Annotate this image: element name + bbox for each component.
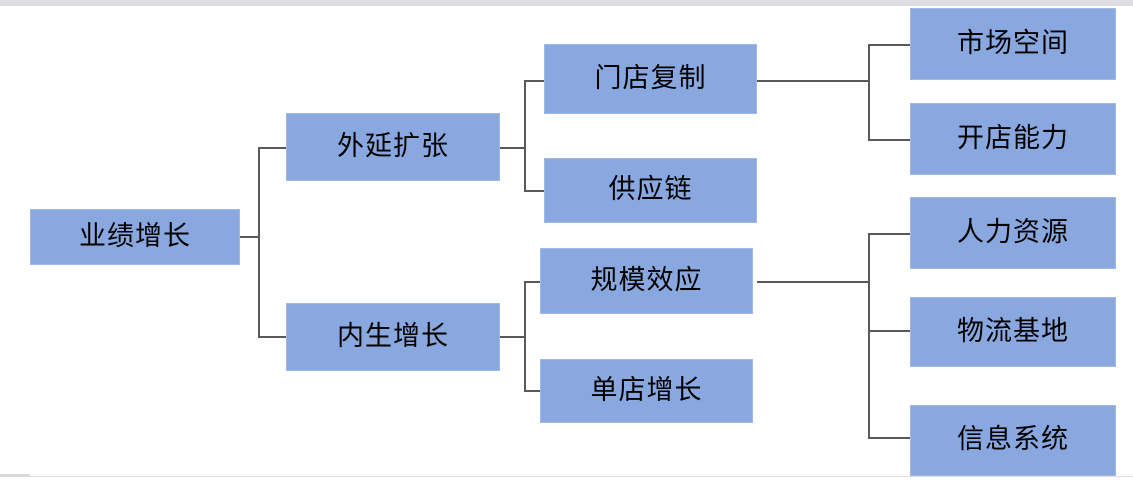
connector-root-trunk: [258, 147, 260, 337]
connector-l2a-trunk: [524, 80, 526, 192]
node-supply-chain[interactable]: 供应链: [544, 158, 757, 223]
connector-root-stub: [240, 236, 260, 238]
connector-root-to-l2b: [258, 336, 286, 338]
connector-l2b-trunk: [524, 281, 526, 391]
node-endogenous-growth-label: 内生增长: [337, 320, 449, 351]
node-store-replication-label: 门店复制: [594, 62, 707, 93]
connector-l2b-to-l3d: [524, 390, 544, 392]
connector-l3c-stub: [757, 281, 870, 283]
node-human-resources-label: 人力资源: [957, 216, 1069, 247]
connector-l2b-to-l3c: [524, 281, 544, 283]
connector-l3c-to-l4e: [868, 437, 910, 439]
slide-bottom-stub: [0, 474, 30, 477]
node-information-system-label: 信息系统: [957, 424, 1069, 454]
connector-l3a-trunk: [868, 44, 870, 140]
node-store-replication[interactable]: 门店复制: [544, 44, 757, 114]
node-information-system[interactable]: 信息系统: [910, 405, 1116, 476]
node-single-store-growth[interactable]: 单店增长: [540, 359, 753, 423]
node-market-space-label: 市场空间: [957, 27, 1069, 58]
node-single-store-growth-label: 单店增长: [590, 374, 703, 405]
node-human-resources[interactable]: 人力资源: [910, 197, 1116, 269]
node-external-expansion[interactable]: 外延扩张: [286, 113, 500, 181]
connector-l2b-stub: [500, 336, 526, 338]
connector-root-to-l2a: [258, 147, 286, 149]
node-store-opening-capability-label: 开店能力: [957, 122, 1069, 153]
node-root[interactable]: 业绩增长: [30, 209, 240, 265]
connector-l3c-to-l4c: [868, 233, 910, 235]
node-root-label: 业绩增长: [79, 220, 191, 251]
node-external-expansion-label: 外延扩张: [337, 130, 449, 161]
connector-l2a-stub: [500, 147, 526, 149]
connector-l3a-stub: [757, 80, 870, 82]
connector-l3c-trunk: [868, 233, 870, 438]
node-logistics-base[interactable]: 物流基地: [910, 297, 1116, 367]
node-market-space[interactable]: 市场空间: [910, 8, 1116, 80]
slide-bottom-border: [0, 476, 1133, 477]
connector-l3c-to-l4d: [868, 330, 910, 332]
node-endogenous-growth[interactable]: 内生增长: [286, 303, 500, 371]
node-logistics-base-label: 物流基地: [957, 315, 1069, 346]
connector-l3a-to-l4b: [868, 139, 910, 141]
node-scale-effect[interactable]: 规模效应: [540, 248, 753, 314]
node-scale-effect-label: 规模效应: [590, 264, 703, 295]
node-store-opening-capability[interactable]: 开店能力: [910, 103, 1116, 175]
connector-l3a-to-l4a: [868, 44, 910, 46]
slide-top-border: [0, 0, 1133, 6]
connector-l2a-to-l3a: [524, 80, 544, 82]
connector-l2a-to-l3b: [524, 190, 544, 192]
node-supply-chain-label: 供应链: [608, 174, 693, 204]
